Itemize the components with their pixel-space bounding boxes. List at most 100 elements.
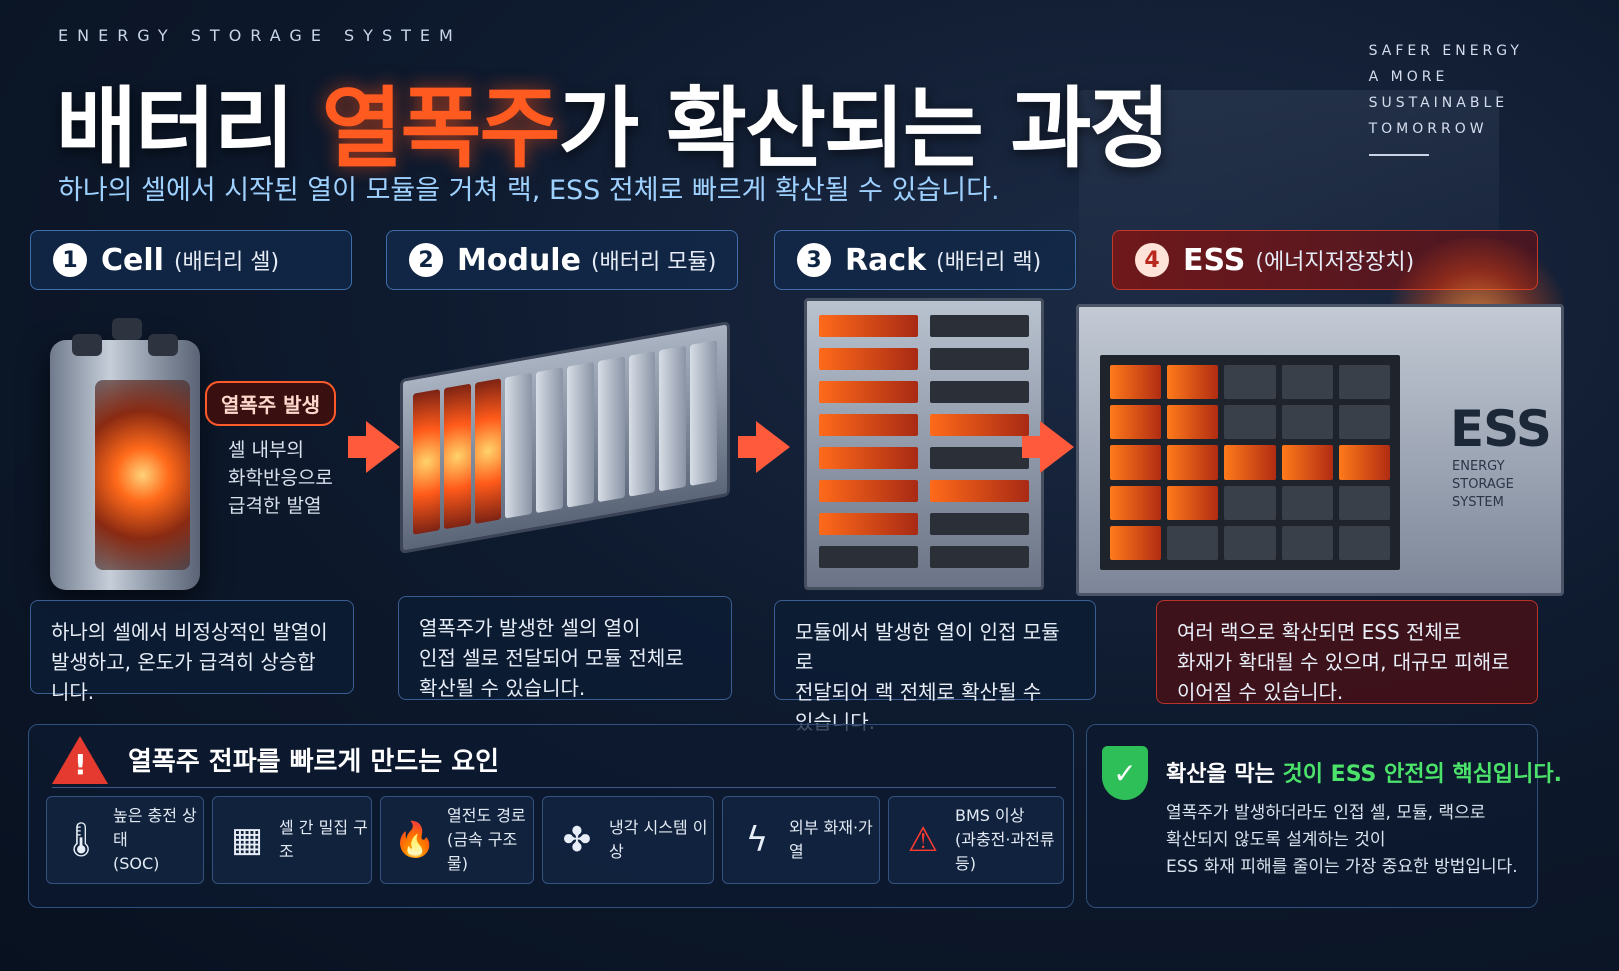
grid-icon: ▦ xyxy=(230,820,264,860)
arrow-right-icon xyxy=(366,421,400,473)
module-cell-slab xyxy=(659,345,687,492)
side-tag-line: SAFER ENERGY xyxy=(1368,43,1523,59)
module-cell-slab xyxy=(505,372,533,519)
rack-tray xyxy=(930,414,1029,436)
safety-head-c: 핵심입니다. xyxy=(1452,762,1563,787)
stage-number: 4 xyxy=(1135,243,1169,277)
safety-headline: 확산을 막는 것이 ESS 안전의 핵심입니다. xyxy=(1166,756,1562,788)
safety-body: 열폭주가 발생하더라도 인접 셀, 모듈, 랙으로 확산되지 않도록 설계하는 … xyxy=(1166,803,1518,877)
arrow-right-icon xyxy=(1040,421,1074,473)
arrow-right-icon xyxy=(738,436,758,458)
title-after: 가 확산되는 과정 xyxy=(558,77,1170,180)
rack-tray xyxy=(819,414,918,436)
ess-tray xyxy=(1281,485,1333,520)
factor-item: ✤ 냉각 시스템 이상 xyxy=(542,796,714,884)
stage-title-en: ESS xyxy=(1183,242,1246,278)
stage-number: 1 xyxy=(53,243,87,277)
factor-item: ⚠ BMS 이상 (과충전·과전류 등) xyxy=(888,796,1064,884)
factor-label: 셀 간 밀집 구조 xyxy=(279,818,368,861)
arrow-right-icon xyxy=(1022,436,1042,458)
ess-tray xyxy=(1167,485,1219,520)
factor-item: 🔥 열전도 경로 (금속 구조물) xyxy=(380,796,534,884)
factor-item: 🌡 높은 충전 상태 (SOC) xyxy=(46,796,204,884)
title-highlight: 열폭주 xyxy=(321,77,561,180)
factor-label: 열전도 경로 (금속 구조물) xyxy=(447,806,526,873)
stage-title-ko: (배터리 모듈) xyxy=(590,250,717,275)
factors-title: 열폭주 전파를 빠르게 만드는 요인 xyxy=(128,747,500,777)
factors-header: ! 열폭주 전파를 빠르게 만드는 요인 xyxy=(52,732,1056,788)
cell-terminal-icon xyxy=(72,334,102,356)
stage-title-ko: (배터리 셀) xyxy=(173,250,280,275)
rack-tray xyxy=(930,447,1029,469)
module-cell-slab xyxy=(566,361,594,508)
stage-number: 2 xyxy=(409,243,443,277)
rack-tray xyxy=(819,381,918,403)
rack-tray xyxy=(930,381,1029,403)
ess-tray xyxy=(1167,405,1219,440)
module-cell-slab xyxy=(443,383,471,530)
page-title: 배터리 열폭주가 확산되는 과정 xyxy=(56,58,1170,185)
cell-callout-note: 셀 내부의 화학반응으로 급격한 발열 xyxy=(228,439,333,517)
stage-header-module: 2 Module (배터리 모듈) xyxy=(386,230,738,290)
module-cell-slab xyxy=(690,340,717,486)
stage-header-rack: 3 Rack (배터리 랙) xyxy=(774,230,1076,290)
arrow-right-icon xyxy=(756,421,790,473)
rack-tray xyxy=(930,315,1029,337)
side-tag-rule xyxy=(1368,154,1429,156)
stage-description-module: 열폭주가 발생한 셀의 열이 인접 셀로 전달되어 모듈 전체로 확산될 수 있… xyxy=(398,596,732,700)
arrow-right-icon xyxy=(348,436,368,458)
cell-terminal-icon xyxy=(148,334,178,356)
stage-header-cell: 1 Cell (배터리 셀) xyxy=(30,230,352,290)
rack-tray xyxy=(930,546,1029,568)
ess-tray xyxy=(1110,405,1162,440)
fan-icon: ✤ xyxy=(562,820,592,860)
module-cell-slab xyxy=(474,378,502,524)
ess-tray xyxy=(1338,445,1390,480)
side-tag-line: A MORE xyxy=(1368,69,1449,85)
ess-tray xyxy=(1338,405,1390,440)
rack-tray xyxy=(930,480,1029,502)
side-tagline: SAFER ENERGY A MORE SUSTAINABLE TOMORROW xyxy=(1368,38,1523,156)
factor-label: 냉각 시스템 이상 xyxy=(609,818,708,861)
ess-tray xyxy=(1167,445,1219,480)
battery-module-illustration xyxy=(400,320,730,555)
ess-tray xyxy=(1338,525,1390,560)
stage-title-ko: (에너지저장장치) xyxy=(1255,250,1415,275)
factor-label: 외부 화재·가열 xyxy=(789,818,873,861)
warning-icon: ! xyxy=(52,735,108,784)
thermometer-icon: 🌡 xyxy=(59,820,103,860)
stage-number: 3 xyxy=(797,243,831,277)
factor-item: ϟ 외부 화재·가열 xyxy=(722,796,880,884)
ess-tray xyxy=(1110,365,1162,400)
factor-label: 높은 충전 상태 (SOC) xyxy=(113,806,197,873)
side-tag-line: TOMORROW xyxy=(1368,121,1488,137)
page-subtitle: 하나의 셀에서 시작된 열이 모듈을 거쳐 랙, ESS 전체로 빠르게 확산될… xyxy=(58,175,1000,206)
warning-icon: ⚠ xyxy=(907,820,939,860)
stage-description-cell: 하나의 셀에서 비정상적인 발열이 발생하고, 온도가 급격히 상승합니다. xyxy=(30,600,354,704)
ess-tray xyxy=(1224,405,1276,440)
ess-tray xyxy=(1338,485,1390,520)
ess-logo: ESS xyxy=(1450,400,1552,458)
shield-check-icon: ✓ xyxy=(1102,746,1148,800)
ess-tray xyxy=(1167,365,1219,400)
rack-tray xyxy=(819,546,918,568)
stage-title-en: Cell xyxy=(101,242,164,278)
stage-title-en: Rack xyxy=(845,242,927,278)
rack-tray xyxy=(819,447,918,469)
ess-tray xyxy=(1224,525,1276,560)
kicker-text: ENERGY STORAGE SYSTEM xyxy=(58,26,462,45)
ess-tray xyxy=(1281,365,1333,400)
ess-tray xyxy=(1281,525,1333,560)
rack-tray xyxy=(930,513,1029,535)
rack-tray xyxy=(819,480,918,502)
ess-interior-racks xyxy=(1100,355,1400,570)
factor-item: ▦ 셀 간 밀집 구조 xyxy=(212,796,372,884)
stage-title-en: Module xyxy=(457,242,581,278)
thermal-runaway-badge: 열폭주 발생 xyxy=(205,381,336,426)
module-cell-slab xyxy=(597,356,625,503)
safety-head-a: 확산을 막는 xyxy=(1166,762,1283,787)
module-cell-slab xyxy=(536,367,563,514)
rack-tray xyxy=(930,348,1029,370)
ess-tray xyxy=(1167,525,1219,560)
safety-panel xyxy=(1086,724,1538,908)
